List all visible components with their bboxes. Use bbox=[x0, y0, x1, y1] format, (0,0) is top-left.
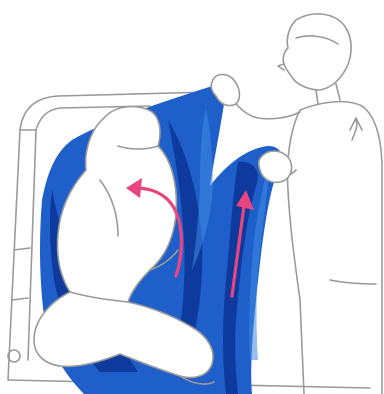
caregiver-torso bbox=[288, 102, 383, 394]
caregiver-hand-lower bbox=[259, 151, 292, 182]
caregiver-head bbox=[283, 14, 351, 90]
